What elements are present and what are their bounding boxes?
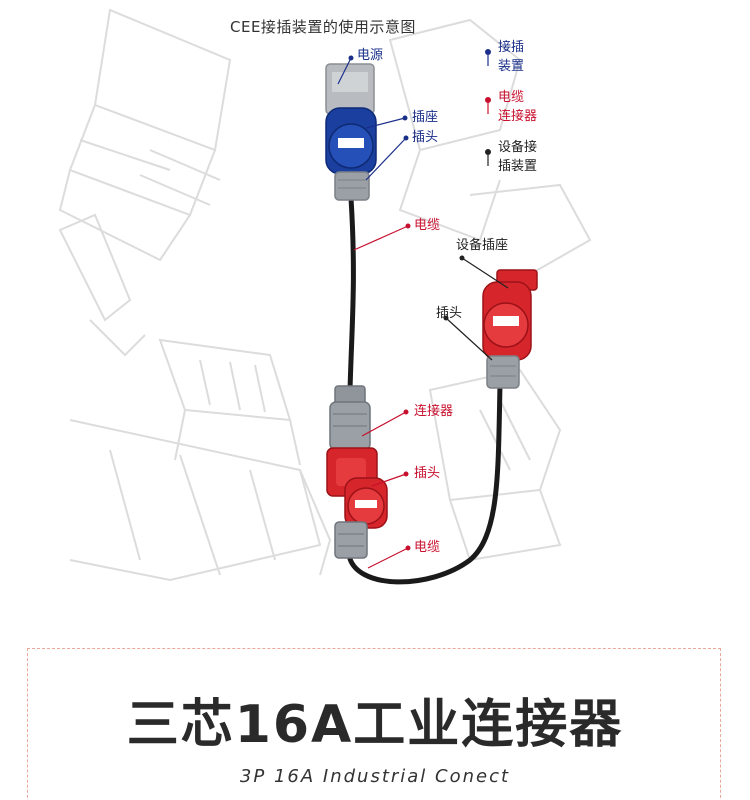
callout-plug-top: 插头 bbox=[412, 130, 439, 145]
legend-markers bbox=[485, 49, 491, 166]
top-assembly bbox=[325, 63, 377, 201]
cable bbox=[347, 195, 356, 393]
legend-line: 插装置 bbox=[498, 159, 538, 174]
legend-line: 装置 bbox=[498, 59, 525, 74]
cable-lower bbox=[346, 382, 503, 585]
product-title-frame bbox=[27, 648, 721, 800]
callout-cable-bottom: 电缆 bbox=[414, 540, 441, 555]
legend-item-cable-connector: 电缆 连接器 bbox=[498, 88, 537, 126]
callout-socket: 插座 bbox=[412, 110, 439, 125]
callout-plug-bottom: 插头 bbox=[414, 466, 441, 481]
bottom-assembly bbox=[326, 385, 388, 559]
legend-line: 电缆 bbox=[498, 90, 525, 105]
callout-leaders bbox=[337, 55, 509, 569]
diagram-illustration bbox=[58, 8, 592, 585]
diagram-title: CEE接插装置的使用示意图 bbox=[230, 18, 416, 36]
product-subtitle: 3P 16A Industrial Conect bbox=[239, 766, 511, 787]
legend-item-device-plug: 设备接 插装置 bbox=[498, 138, 537, 176]
legend-line: 设备接 bbox=[498, 140, 538, 155]
background-sketches bbox=[58, 8, 592, 582]
product-title: 三芯16A工业连接器 bbox=[126, 695, 624, 755]
callout-connector: 连接器 bbox=[414, 404, 454, 419]
legend-line: 接插 bbox=[498, 40, 525, 55]
callout-device-socket: 设备插座 bbox=[456, 238, 509, 253]
callout-cable-top: 电缆 bbox=[414, 218, 441, 233]
callout-power: 电源 bbox=[357, 48, 384, 63]
legend-item-plug-device: 接插 装置 bbox=[498, 38, 524, 76]
right-assembly bbox=[482, 269, 538, 389]
callout-plug-right: 插头 bbox=[436, 306, 463, 321]
legend-line: 连接器 bbox=[498, 109, 538, 124]
